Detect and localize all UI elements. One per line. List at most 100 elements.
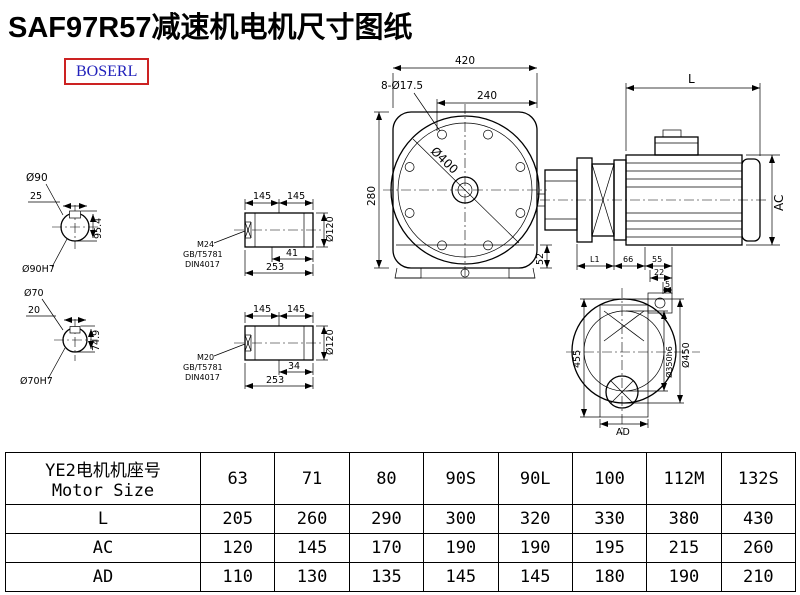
dim-455-label: 455 [572,350,583,368]
dim-d400-label: Ø400 [428,144,461,177]
table-header-row: YE2电机机座号 Motor Size 63 71 80 90S 90L 100… [5,452,797,505]
cell: 190 [497,533,573,563]
table-row-L: L 205 260 290 300 320 330 380 430 [5,504,797,534]
dim-240-label: 240 [477,90,497,102]
cell: 135 [348,562,425,592]
dim-253-label: 253 [266,262,284,273]
cell: 145 [274,533,350,563]
cell: 195 [571,533,648,563]
cell: 260 [720,533,797,563]
size-col-63: 63 [199,452,276,505]
cell: 170 [348,533,425,563]
dim-280-label: 280 [366,186,378,206]
input-boss-circle [605,375,639,409]
cell: 330 [571,504,648,534]
cell: 300 [423,504,499,534]
cell: 320 [497,504,573,534]
cell: 290 [348,504,425,534]
dim-d90h7-label: Ø90H7 [22,264,55,275]
size-col-112M: 112M [646,452,722,505]
shaft-side-view-m20: 145 145 Ø120 M20 GB/T5781 DIN4017 34 253 [183,304,336,389]
cell: 260 [274,504,350,534]
shaft-side-view-m24: 145 145 Ø120 M24 GB/T5781 DIN4017 41 253 [183,191,336,276]
size-col-132S: 132S [720,452,797,505]
row-label-AD: AD [5,562,201,592]
dim-22-label: 22 [654,268,664,277]
std-gbt5781-label: GB/T5781 [183,363,223,372]
dim-66-label: 66 [623,255,633,264]
dim-L-label: L [688,72,695,86]
technical-drawing: 25 Ø90 95.4 Ø90H7 Ø70 20 74.9 Ø70H7 [20,55,786,438]
std-din4017-label: DIN4017 [185,373,220,382]
cell: 130 [274,562,350,592]
dim-8-holes-label: 8-Ø17.5 [381,80,423,92]
shaft-70-keyway [69,326,81,334]
cell: 215 [646,533,722,563]
dim-55-label: 55 [652,255,662,264]
boserl-logo: BOSERL [64,58,150,86]
motor-size-header-cell: YE2电机机座号 Motor Size [5,452,201,505]
dim-420-label: 420 [455,55,475,67]
cell: 190 [423,533,499,563]
dim-d90-label: Ø90 [26,172,48,184]
gearbox-front-view: Ø400 420 8-Ø17.5 240 280 52 [366,55,552,279]
dim-d70h7-label: Ø70H7 [20,376,53,387]
dim-key20-label: 20 [28,305,40,316]
std-din4017-label: DIN4017 [185,260,220,269]
cell: 210 [720,562,797,592]
motor-size-header-cn: YE2电机机座号 [45,461,161,481]
shaft-90-keyway [69,210,81,219]
dim-95-4-label: 95.4 [93,218,104,239]
dim-145-label: 145 [253,191,271,202]
row-label-L: L [5,504,201,534]
dim-d70-label: Ø70 [24,288,44,299]
dim-145-label: 145 [253,304,271,315]
dim-L1-label: L1 [590,255,600,264]
dim-145-label: 145 [287,304,305,315]
boserl-logo-text: BOSERL [76,63,138,80]
thread-m24-label: M24 [197,240,214,249]
cell: 145 [423,562,499,592]
cell: 205 [199,504,276,534]
dim-145-label: 145 [287,191,305,202]
thread-m20-label: M20 [197,353,214,362]
terminal-box [654,136,699,156]
cell: 110 [199,562,276,592]
cell: 120 [199,533,276,563]
cell: 380 [646,504,722,534]
dim-d120-label: Ø120 [325,216,336,242]
dim-5-label: 5 [665,280,670,289]
size-col-90S: 90S [423,452,499,505]
dim-d450-label: Ø450 [681,342,692,368]
size-col-71: 71 [274,452,350,505]
drain-hole [460,268,470,278]
dim-AC-label: AC [772,195,786,211]
row-label-AC: AC [5,533,201,563]
size-col-80: 80 [348,452,425,505]
std-gbt5781-label: GB/T5781 [183,250,223,259]
size-col-90L: 90L [497,452,573,505]
page-title: SAF97R57减速机电机尺寸图纸 [8,12,413,44]
motor-dimension-table: YE2电机机座号 Motor Size 63 71 80 90S 90L 100… [5,452,797,592]
dim-d120-label: Ø120 [325,329,336,355]
mounting-tab [647,292,673,314]
dim-key25-label: 25 [30,191,42,202]
dim-AD-label: AD [616,427,630,438]
table-row-AC: AC 120 145 170 190 190 195 215 260 [5,533,797,563]
motor-size-header-en: Motor Size [51,481,155,501]
dim-d350-label: Ø350h6 [664,346,674,378]
shaft-90-section: 25 Ø90 95.4 Ø90H7 [22,172,104,275]
shaft-70-section: Ø70 20 74.9 Ø70H7 [20,288,102,387]
table-row-AD: AD 110 130 135 145 145 180 190 210 [5,562,797,592]
dim-34-label: 34 [288,361,300,372]
dim-74-9-label: 74.9 [91,330,102,351]
cell: 430 [720,504,797,534]
dim-253-label: 253 [266,375,284,386]
dim-41-label: 41 [286,248,298,259]
output-flange-view: 455 Ø350h6 Ø450 AD [566,288,700,438]
cell: 190 [646,562,722,592]
flange-d450-circle [571,298,677,404]
motor-side-view: L AC L1 66 55 22 5 [536,72,786,294]
cell: 145 [497,562,573,592]
cell: 180 [571,562,648,592]
